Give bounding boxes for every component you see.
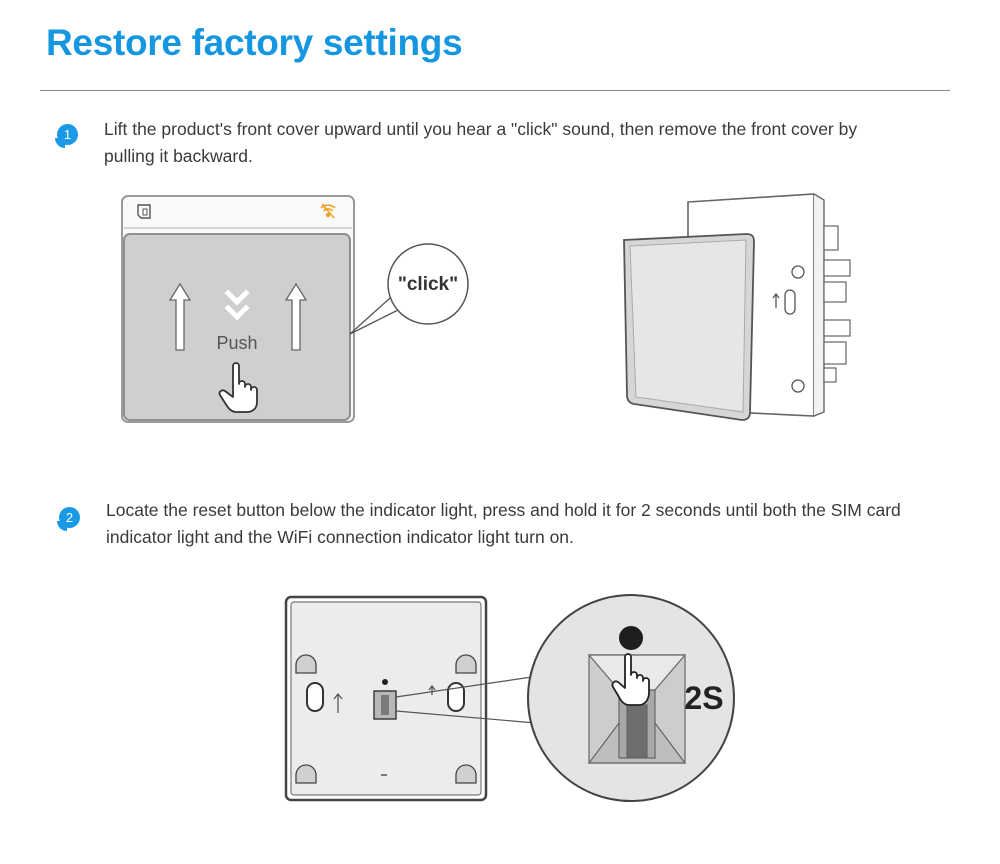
title-divider — [40, 90, 950, 91]
arrow-up-icon — [284, 282, 308, 351]
wifi-icon — [320, 203, 336, 219]
sim-card-icon — [137, 204, 151, 219]
cover-removal-illustration — [623, 193, 851, 421]
reset-button-illustration: 2S — [284, 594, 735, 802]
double-chevron-down-icon — [224, 289, 250, 321]
page-title: Restore factory settings — [46, 22, 463, 63]
pointing-hand-icon — [611, 653, 650, 706]
step-2-badge: 2 — [57, 507, 80, 531]
hold-duration-label: 2S — [684, 680, 723, 716]
push-label: Push — [216, 333, 257, 353]
step-1-badge: 1 — [55, 124, 78, 148]
click-label: "click" — [398, 274, 458, 295]
arrow-up-icon — [168, 282, 192, 351]
step-1-text: Lift the product's front cover upward un… — [104, 119, 858, 166]
pointing-hand-icon — [218, 362, 258, 413]
step-2-text: Locate the reset button below the indica… — [106, 500, 901, 547]
front-cover-illustration: Push "click" — [121, 195, 469, 423]
